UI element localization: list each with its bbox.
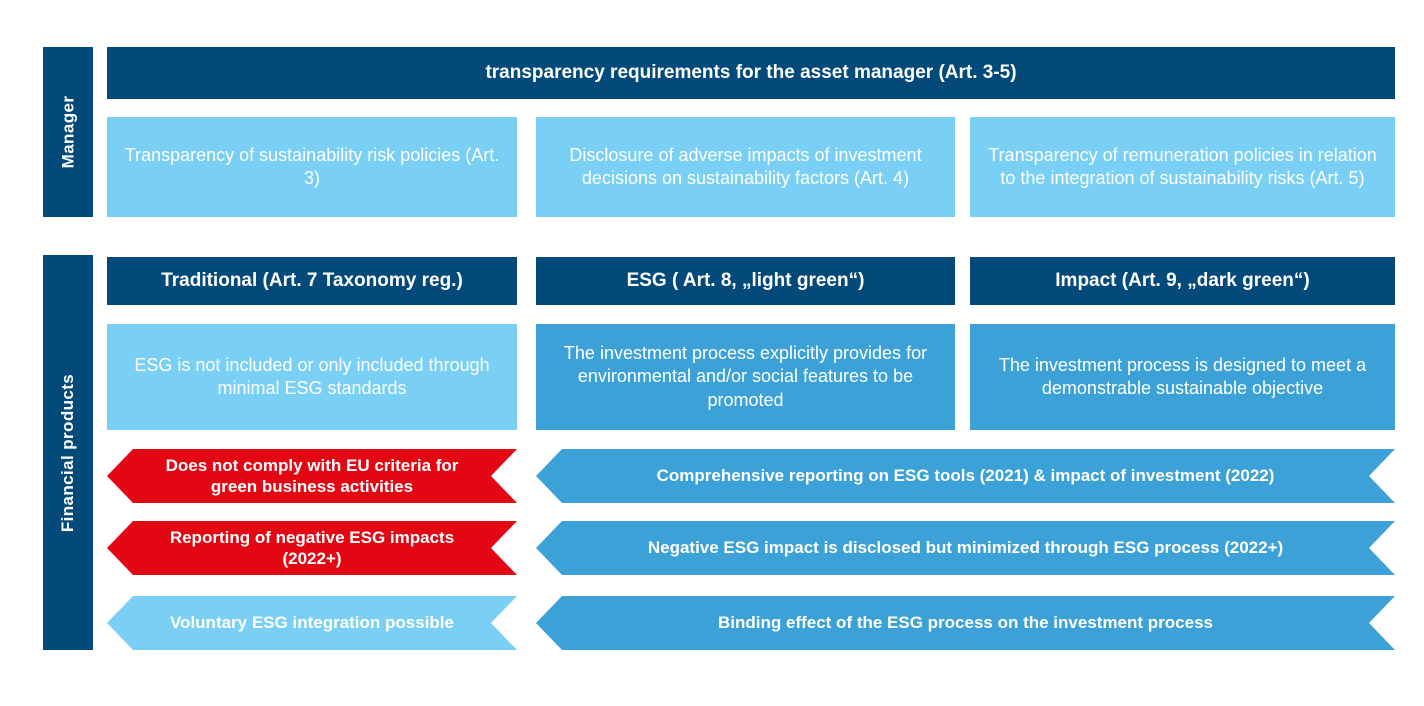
rail-manager-label: Manager xyxy=(58,95,77,169)
rail-financial-products: Financial products xyxy=(43,255,93,650)
product-header-esg: ESG ( Art. 8, „light green“) xyxy=(536,257,955,305)
band-1-right-esg-impact: Comprehensive reporting on ESG tools (20… xyxy=(536,449,1395,503)
band-3-right-esg-impact: Binding effect of the ESG process on the… xyxy=(536,596,1395,650)
product-header-impact: Impact (Art. 9, „dark green“) xyxy=(970,257,1395,305)
product-desc-impact: The investment process is designed to me… xyxy=(970,324,1395,430)
rail-financial-products-label: Financial products xyxy=(58,373,77,532)
band-2-right-esg-impact: Negative ESG impact is disclosed but min… xyxy=(536,521,1395,575)
rail-manager: Manager xyxy=(43,47,93,217)
manager-box-art3: Transparency of sustainability risk poli… xyxy=(107,117,517,217)
band-2-left-traditional: Reporting of negative ESG impacts (2022+… xyxy=(107,521,517,575)
manager-box-art5: Transparency of remuneration policies in… xyxy=(970,117,1395,217)
product-header-traditional: Traditional (Art. 7 Taxonomy reg.) xyxy=(107,257,517,305)
manager-banner: transparency requirements for the asset … xyxy=(107,47,1395,99)
band-3-left-traditional: Voluntary ESG integration possible xyxy=(107,596,517,650)
band-1-left-traditional: Does not comply with EU criteria for gre… xyxy=(107,449,517,503)
product-desc-esg: The investment process explicitly provid… xyxy=(536,324,955,430)
product-desc-traditional: ESG is not included or only included thr… xyxy=(107,324,517,430)
manager-box-art4: Disclosure of adverse impacts of investm… xyxy=(536,117,955,217)
